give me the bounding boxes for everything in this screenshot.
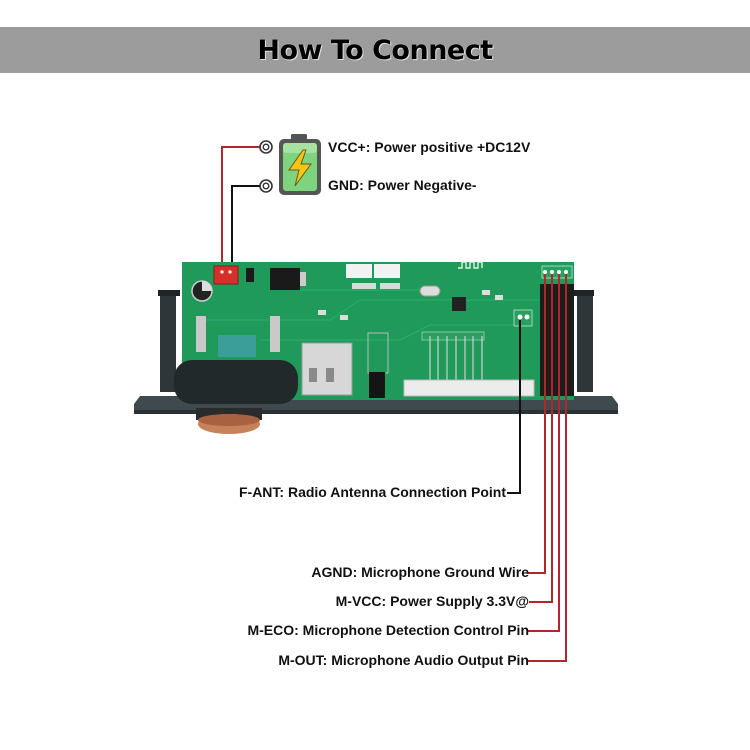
ribbon-connector xyxy=(403,379,535,397)
vcc-terminal-icon xyxy=(259,140,273,154)
meco-wire xyxy=(527,272,560,632)
gnd-label: GND: Power Negative- xyxy=(328,177,477,193)
agnd-label: AGND: Microphone Ground Wire xyxy=(311,564,529,580)
mout-wire xyxy=(527,272,567,662)
antenna-label: F-ANT: Radio Antenna Connection Point xyxy=(238,484,506,500)
mvcc-label: M-VCC: Power Supply 3.3V@ xyxy=(335,593,529,609)
vcc-label: VCC+: Power positive +DC12V xyxy=(328,139,531,155)
header-banner: How To Connect xyxy=(0,27,750,73)
gnd-terminal-icon xyxy=(259,179,273,193)
agnd-wire xyxy=(527,272,546,574)
rotary-knob xyxy=(174,360,298,434)
ic-chip xyxy=(452,297,466,311)
mvcc-wire xyxy=(529,272,553,603)
mout-label: M-OUT: Microphone Audio Output Pin xyxy=(278,652,529,668)
film-capacitor xyxy=(218,335,256,357)
antenna-wire xyxy=(507,320,521,494)
power-connector xyxy=(213,265,239,285)
vcc-wire xyxy=(221,146,262,270)
battery-charging-icon xyxy=(279,134,321,195)
meco-label: M-ECO: Microphone Detection Control Pin xyxy=(247,622,529,638)
page-title: How To Connect xyxy=(257,34,493,66)
gnd-wire xyxy=(231,185,262,270)
pcb-board xyxy=(182,261,574,400)
